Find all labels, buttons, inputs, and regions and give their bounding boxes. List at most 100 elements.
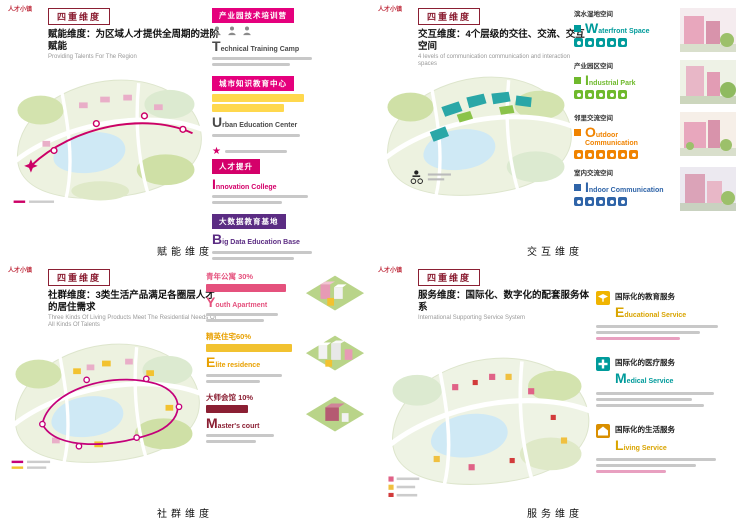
header-main: 四重维度 社群维度：3类生活产品满足各圈层人才的居住需求 Three Kinds…	[48, 268, 220, 329]
amenity-icon	[596, 38, 605, 48]
service-label-cn: 国际化的生活服务	[615, 424, 675, 434]
program-list: 产业园技术培训营 Technical Training Camp 城市知识教育中…	[212, 8, 364, 261]
text-line	[206, 379, 260, 383]
text-line	[596, 458, 716, 462]
service-sites-yellow	[433, 373, 568, 463]
text-line	[596, 397, 692, 401]
star-marker	[24, 159, 38, 173]
masterplan-map	[384, 357, 591, 497]
quadrant-header: 人才小镇 四重维度 服务维度：国际化、数字化的配套服务体系 Internatio…	[378, 268, 590, 322]
program-item: 城市知识教育中心 Urban Education Center	[212, 76, 364, 139]
photo-thumbnail	[680, 60, 736, 104]
interaction-parcels	[429, 91, 532, 142]
isometric-illustration	[305, 275, 365, 311]
amenity-icon	[574, 197, 583, 207]
text-line	[212, 201, 282, 205]
amenity-icons	[574, 197, 672, 207]
text-line	[212, 63, 290, 67]
amenity-icon	[618, 38, 627, 48]
text-line	[596, 337, 680, 341]
quadrant-interaction: 人才小镇 四重维度 交互维度：4个层级的交往、交流、交互空间 4 levels …	[370, 0, 740, 261]
masterplan-map	[10, 79, 204, 203]
interaction-level: 产业园区空间 Industrial Park	[574, 60, 736, 104]
living-icon	[596, 423, 610, 438]
amenity-icon	[585, 90, 594, 100]
program-name-en: Urban Education Center	[212, 114, 298, 131]
text-line	[206, 313, 278, 317]
amenity-icon	[629, 150, 638, 160]
photo-thumbnail	[680, 8, 736, 52]
program-name-en: Innovation College	[212, 175, 277, 192]
program-banner: 城市知识教育中心	[212, 76, 294, 92]
quadrant-caption: 交互维度	[527, 247, 583, 258]
text-line	[206, 434, 274, 438]
text-line	[596, 470, 666, 474]
service-sites-red	[472, 379, 556, 464]
text-line	[596, 464, 696, 468]
person-icon	[228, 26, 236, 36]
bullet-square	[574, 129, 581, 136]
person-icon	[243, 26, 251, 36]
amenity-icon	[585, 197, 594, 207]
housing-parcels-pink	[52, 358, 133, 444]
share-bar	[206, 404, 248, 413]
amenity-icon	[607, 90, 616, 100]
interaction-level: 滨水湿地空间 Waterfront Space	[574, 8, 736, 52]
service-label-cn: 国际化的教育服务	[615, 292, 675, 301]
roads	[384, 359, 591, 488]
map-legend	[13, 200, 55, 203]
amenity-icon	[618, 150, 627, 160]
product-label: 大师会馆 10%	[206, 392, 254, 402]
product-name-en: Master's court	[206, 414, 260, 431]
program-item: 产业园技术培训营 Technical Training Camp	[212, 8, 364, 69]
header-main: 四重维度 交互维度：4个层级的交往、交流、交互空间 4 levels of co…	[418, 7, 590, 68]
amenity-icon	[618, 90, 627, 100]
section-title: 赋能维度：为区域人才提供全周期的进阶赋能	[48, 29, 220, 52]
roads	[8, 344, 202, 465]
buildings	[42, 94, 163, 147]
interaction-levels: 滨水湿地空间 Waterfront Space 产业园区空间	[574, 8, 736, 219]
text-line	[596, 403, 704, 407]
text-line	[212, 250, 312, 254]
quadrant-service: 人才小镇 四重维度 服务维度：国际化、数字化的配套服务体系 Internatio…	[370, 261, 740, 523]
isometric-illustration	[305, 336, 365, 371]
person-icon	[213, 26, 221, 36]
star-line: ★	[212, 145, 364, 157]
map-legend	[388, 476, 420, 497]
program-name-en: Technical Training Camp	[212, 38, 300, 54]
program-name-en: Big Data Education Base	[212, 231, 300, 248]
program-item: ★ 人才提升 Innovation College	[212, 145, 364, 207]
amenity-icon	[574, 150, 583, 160]
amenity-icon	[596, 150, 605, 160]
level-label-cn: 室内交流空间	[574, 170, 613, 178]
star-icon: ★	[212, 145, 221, 157]
service-item: 国际化的生活服务 Living Service	[596, 423, 734, 476]
service-item: 国际化的教育服务 Educational Service	[596, 291, 734, 343]
loop-nodes	[39, 375, 183, 450]
text-line	[596, 331, 700, 335]
bullet-square	[574, 77, 581, 84]
interaction-level: 室内交流空间 Indoor Communication	[574, 167, 736, 212]
section-badge: 四重维度	[418, 8, 481, 25]
amenity-icon	[574, 38, 583, 48]
section-subtitle-en: Providing Talents For The Region	[48, 53, 137, 60]
text-line	[212, 133, 300, 137]
service-label-cn: 国际化的医疗服务	[615, 358, 675, 368]
amenity-icon	[607, 38, 616, 48]
header-main: 四重维度 赋能维度：为区域人才提供全周期的进阶赋能 Providing Tale…	[48, 7, 220, 61]
product-name-en: Elite residence	[206, 354, 261, 371]
logo-text: 人才小镇	[8, 268, 33, 274]
section-badge: 四重维度	[48, 269, 111, 286]
quadrant-header: 人才小镇 四重维度 交互维度：4个层级的交往、交流、交互空间 4 levels …	[378, 7, 590, 68]
text-line	[206, 319, 264, 323]
highlight-chip	[212, 93, 304, 102]
photo-thumbnail	[680, 167, 736, 212]
amenity-icon	[585, 150, 594, 160]
logo-text: 人才小镇	[378, 7, 403, 13]
amenity-icons	[574, 90, 672, 100]
cyclist-marker	[410, 170, 423, 184]
green-parcels	[456, 105, 515, 123]
service-name-en: Educational Service	[615, 304, 687, 320]
service-item: 国际化的医疗服务 Medical Service	[596, 357, 734, 409]
map-legend	[11, 460, 51, 469]
